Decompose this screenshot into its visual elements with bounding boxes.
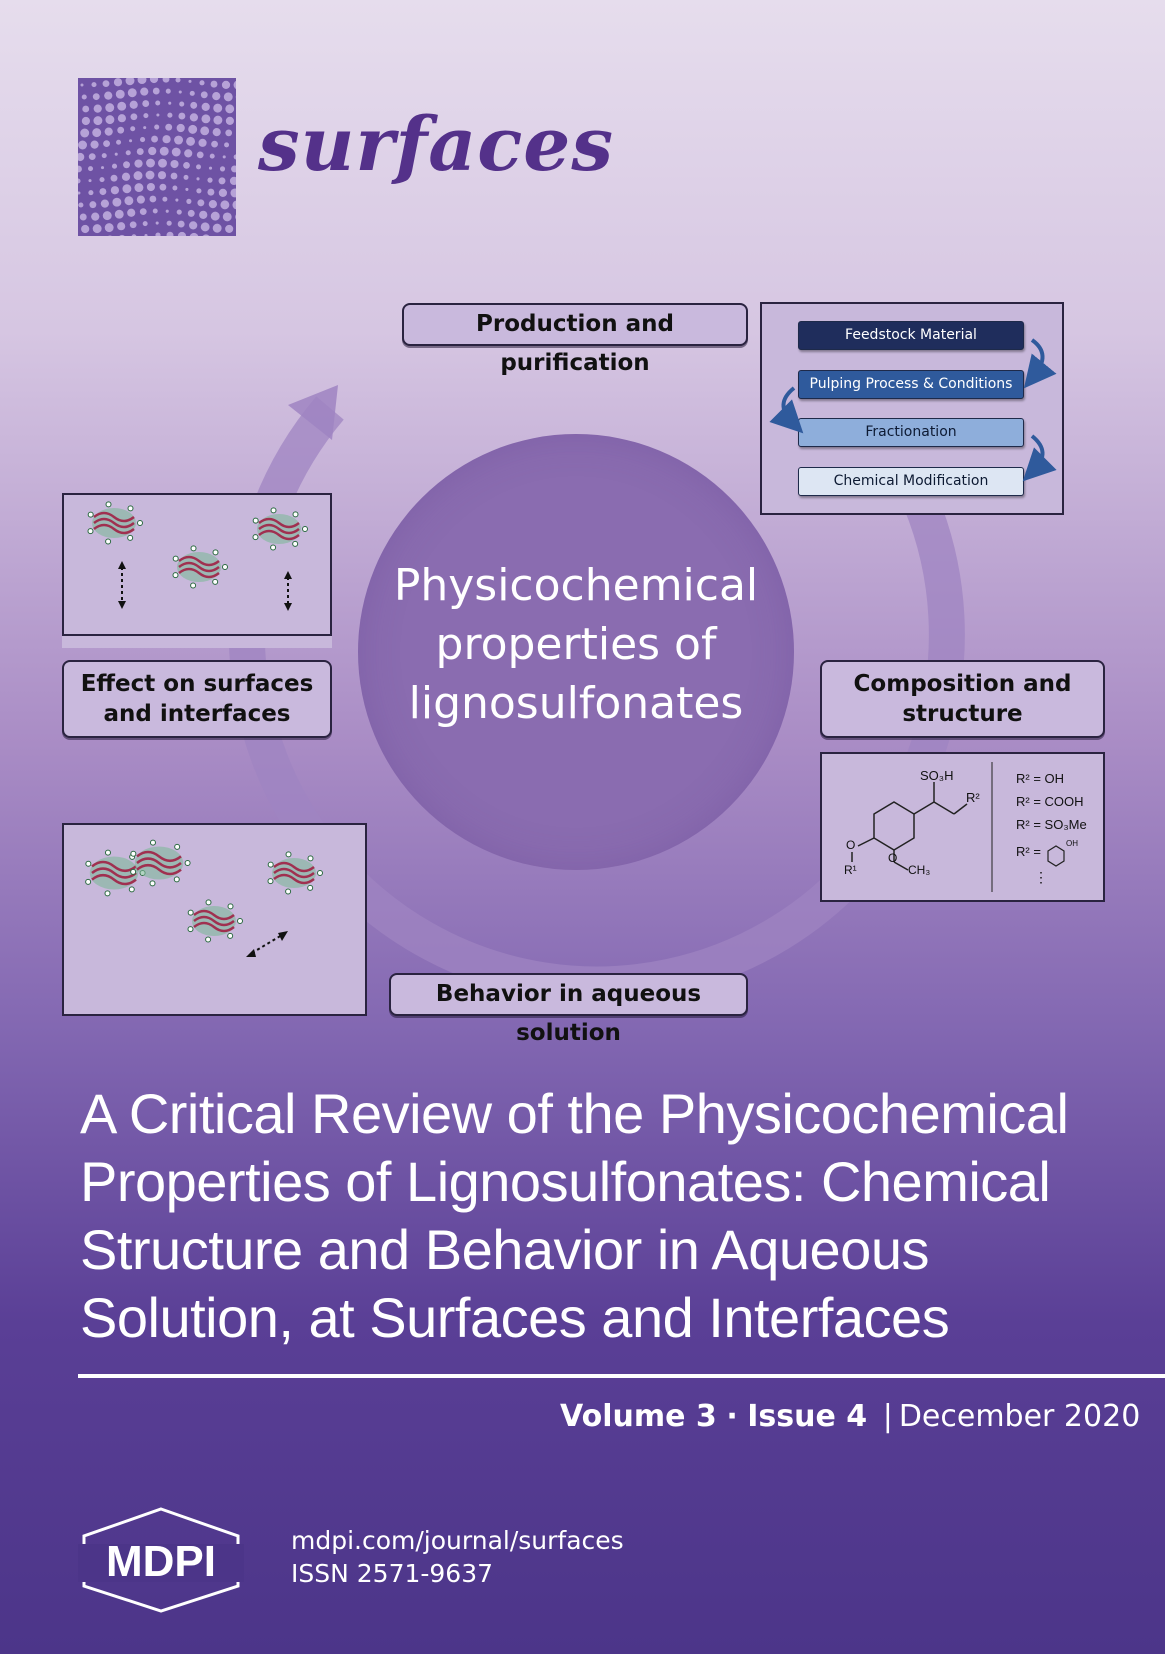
svg-text:R²: R² xyxy=(966,790,980,805)
structure-panel: SO₃H R² O R¹ O CH₃ R² = OH R² = COOH R² … xyxy=(820,752,1105,902)
issue-info: Volume 3 · Issue 4 |December 2020 xyxy=(560,1397,1140,1437)
process-step-pulping: Pulping Process & Conditions xyxy=(798,370,1024,399)
surface-layer xyxy=(62,634,332,648)
svg-text:O: O xyxy=(888,851,897,865)
center-title: Physicochemical properties of lignosulfo… xyxy=(393,560,759,729)
svg-text:OH: OH xyxy=(1066,839,1078,848)
label-effect: Effect on surfaces and interfaces xyxy=(62,660,332,738)
polymer-aggregation-icon xyxy=(85,839,323,957)
journal-url[interactable]: mdpi.com/journal/surfaces xyxy=(291,1526,624,1555)
svg-text:MDPI: MDPI xyxy=(106,1537,216,1586)
dot-separator: · xyxy=(726,1399,738,1434)
surfaces-panel xyxy=(62,493,332,648)
label-production: Production and purification xyxy=(402,303,748,376)
svg-text:⋮: ⋮ xyxy=(1034,869,1048,885)
lignosulfonate-structure-icon: SO₃H R² O R¹ O CH₃ R² = OH R² = COOH R² … xyxy=(844,762,1087,892)
mdpi-logo-icon: MDPI xyxy=(78,1507,244,1613)
process-panel: Feedstock Material Pulping Process & Con… xyxy=(760,302,1064,515)
svg-text:R² = SO₃Me: R² = SO₃Me xyxy=(1016,817,1087,832)
svg-text:R¹: R¹ xyxy=(844,863,857,877)
pipe-separator: | xyxy=(882,1399,893,1434)
process-step-feedstock: Feedstock Material xyxy=(798,321,1024,350)
svg-text:R² = OH: R² = OH xyxy=(1016,771,1064,786)
divider-rule xyxy=(78,1374,1165,1378)
issue-date: December 2020 xyxy=(898,1399,1141,1434)
polymer-adsorption-icon xyxy=(87,501,308,611)
issue: Issue 4 xyxy=(747,1399,868,1434)
svg-text:SO₃H: SO₃H xyxy=(920,768,953,783)
volume: Volume 3 xyxy=(560,1399,717,1434)
svg-text:O: O xyxy=(846,838,855,852)
svg-text:R² =: R² = xyxy=(1016,844,1041,859)
aqueous-panel xyxy=(62,823,367,1016)
process-arrows-icon xyxy=(769,338,1057,482)
process-step-fractionation: Fractionation xyxy=(798,418,1024,447)
svg-text:CH₃: CH₃ xyxy=(908,863,930,877)
label-behavior: Behavior in aqueous solution xyxy=(389,973,748,1046)
journal-logo-icon xyxy=(78,78,236,236)
label-composition: Composition and structure xyxy=(820,660,1105,738)
process-step-modification: Chemical Modification xyxy=(798,467,1024,496)
journal-name: surfaces xyxy=(258,102,615,188)
svg-text:R² = COOH: R² = COOH xyxy=(1016,794,1084,809)
article-title: A Critical Review of the Physicochemical… xyxy=(80,1082,1069,1349)
center-circle xyxy=(358,434,794,870)
issn: ISSN 2571-9637 xyxy=(291,1559,494,1588)
